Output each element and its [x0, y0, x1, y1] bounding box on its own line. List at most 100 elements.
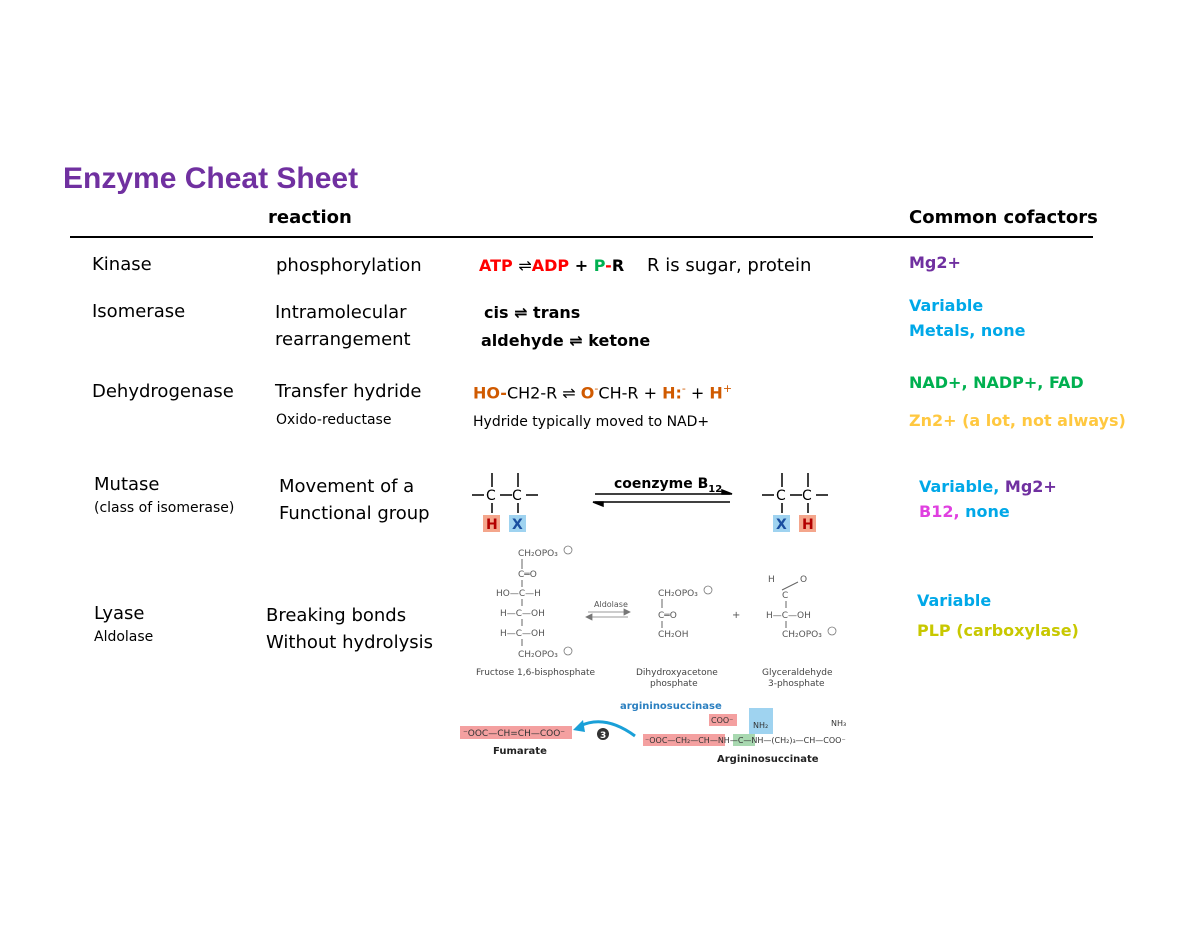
carbon-label: C	[486, 488, 496, 504]
oxygen-charge: -	[594, 382, 599, 395]
x-group-label: X	[776, 517, 787, 533]
oxygen-label: O	[580, 383, 595, 403]
svg-text:H—C—OH: H—C—OH	[500, 609, 545, 619]
lyase-name: Lyase	[94, 603, 145, 624]
succinate-highlight	[643, 734, 725, 746]
equilibrium-arrows	[592, 488, 733, 508]
proton-label: H	[709, 383, 723, 403]
coo-label: COO⁻	[711, 716, 733, 725]
cofactor-none: none	[965, 502, 1010, 521]
isomerase-name: Isomerase	[92, 301, 186, 322]
aldolase-diagram: CH₂OPO₃ C═O HO—C—H H—C—OH H—C—OH CH₂OPO₃…	[476, 545, 837, 689]
coo-highlight	[709, 714, 737, 726]
dehydrogenase-subname: Oxido-reductase	[276, 412, 392, 428]
svg-text:CH₂OH: CH₂OH	[658, 630, 689, 640]
lyase-reaction-line1: Breaking bonds	[266, 605, 407, 626]
fructose-structure: CH₂OPO₃ C═O HO—C—H H—C—OH H—C—OH CH₂OPO₃	[496, 545, 573, 660]
coenzyme-label: coenzyme B12	[614, 476, 722, 495]
isomerase-reaction-line2: rearrangement	[275, 329, 411, 350]
svg-text:CH₂OPO₃: CH₂OPO₃	[658, 589, 698, 599]
dehydrogenase-name: Dehydrogenase	[92, 381, 234, 402]
header-divider	[70, 236, 1093, 238]
ch2r-label: CH2-R	[506, 383, 558, 403]
mutase-diagram: C C H X coenzyme B12 C C X H	[472, 473, 828, 533]
lyase-reaction-line2: Without hydrolysis	[266, 632, 433, 653]
lyase-cofactor-line2: PLP (carboxylase)	[917, 621, 1079, 640]
atp-label: ATP	[479, 256, 513, 275]
cofactor-variable: Variable,	[919, 477, 1000, 496]
fumarate-formula: ⁻OOC—CH=CH—COO⁻	[463, 729, 565, 739]
step-badge	[597, 728, 609, 740]
lyase-subname: Aldolase	[94, 629, 154, 645]
step-number: 3	[600, 731, 606, 741]
mutase-cofactor-line1: Variable, Mg2+	[919, 474, 1057, 500]
cofactors-column-header: Common cofactors	[909, 207, 1098, 228]
reaction-column-header: reaction	[268, 207, 352, 228]
mutase-cofactor-line2: B12, none	[919, 499, 1010, 525]
x-group-label: X	[512, 517, 523, 533]
svg-text:C═O: C═O	[518, 570, 537, 580]
svg-text:CH₂OPO₃: CH₂OPO₃	[518, 549, 558, 559]
argininosuccinate-formula: ⁻OOC—CH₂—CH—NH—C—NH—(CH₂)₃—CH—COO⁻	[645, 736, 846, 745]
x-highlight	[773, 515, 790, 532]
kinase-note: R is sugar, protein	[647, 255, 812, 276]
left-carbon-pair	[472, 473, 538, 513]
plus-sign: +	[732, 610, 740, 621]
aldehyde-ketone-equation: aldehyde ⇌ ketone	[481, 331, 651, 350]
kinase-equation: ATP ⇌ADP + P-R	[479, 256, 624, 275]
svg-text:H—C—OH: H—C—OH	[766, 611, 811, 621]
hydride-label: H:	[662, 383, 682, 403]
isomerase-reaction-line1: Intramolecular	[275, 302, 407, 323]
dash-label: -	[605, 256, 612, 275]
equilibrium-arrow: ⇌	[557, 383, 581, 403]
svg-text:CH₂OPO₃: CH₂OPO₃	[518, 650, 558, 660]
g3p-label-line2: 3-phosphate	[768, 679, 825, 689]
equilibrium-arrow: ⇌	[518, 256, 532, 275]
hydroxyl-label: HO-	[473, 383, 507, 403]
nh3-label: NH₃	[831, 719, 846, 728]
dehydrogenase-reaction-type: Transfer hydride	[275, 381, 422, 402]
reaction-arrow	[579, 720, 636, 738]
svg-text:C═O: C═O	[658, 611, 677, 621]
chr-label: CH-R +	[598, 383, 663, 403]
svg-text:C: C	[782, 591, 788, 601]
proton-charge: +	[722, 382, 733, 395]
fumarate-highlight	[460, 726, 572, 739]
mutase-subname: (class of isomerase)	[94, 500, 235, 516]
svg-text:H—C—OH: H—C—OH	[500, 629, 545, 639]
plus-sign: +	[685, 383, 710, 403]
cofactor-b12: B12,	[919, 502, 960, 521]
x-highlight	[509, 515, 526, 532]
nh2-highlight	[749, 708, 773, 734]
adp-label: ADP	[531, 256, 570, 275]
aldolase-arrows	[585, 608, 631, 621]
h-atom-label: H	[486, 517, 498, 533]
plus-sign: +	[574, 256, 589, 275]
r-group-label: R	[611, 256, 625, 275]
svg-text:HO—C—H: HO—C—H	[496, 589, 541, 599]
dhap-structure: CH₂OPO₃ C═O CH₂OH	[658, 585, 713, 640]
carbon-label: C	[512, 488, 522, 504]
fumarate-name: Fumarate	[493, 746, 547, 757]
isomerase-cofactor-line2: Metals, none	[909, 321, 1026, 340]
right-carbon-pair	[762, 473, 828, 513]
aldolase-label: Aldolase	[594, 600, 628, 609]
mutase-reaction-line2: Functional group	[279, 503, 430, 524]
carbon-label: C	[776, 488, 786, 504]
nh2-label: NH₂	[753, 721, 768, 730]
hydride-charge: -	[681, 382, 686, 395]
dehydrogenase-note: Hydride typically moved to NAD+	[473, 414, 710, 430]
mutase-name: Mutase	[94, 474, 160, 495]
cofactor-mg: Mg2+	[1004, 477, 1057, 496]
kinase-reaction-type: phosphorylation	[276, 255, 422, 276]
argininosuccinate-name: Argininosuccinate	[717, 754, 819, 765]
svg-text:H: H	[768, 575, 775, 585]
phosphate-label: P	[593, 256, 606, 275]
argininosuccinase-label: argininosuccinase	[620, 701, 722, 712]
svg-text:O: O	[800, 575, 807, 585]
h-highlight	[483, 515, 500, 532]
carbon-label: C	[802, 488, 812, 504]
kinase-name: Kinase	[92, 254, 152, 275]
h-highlight	[799, 515, 816, 532]
